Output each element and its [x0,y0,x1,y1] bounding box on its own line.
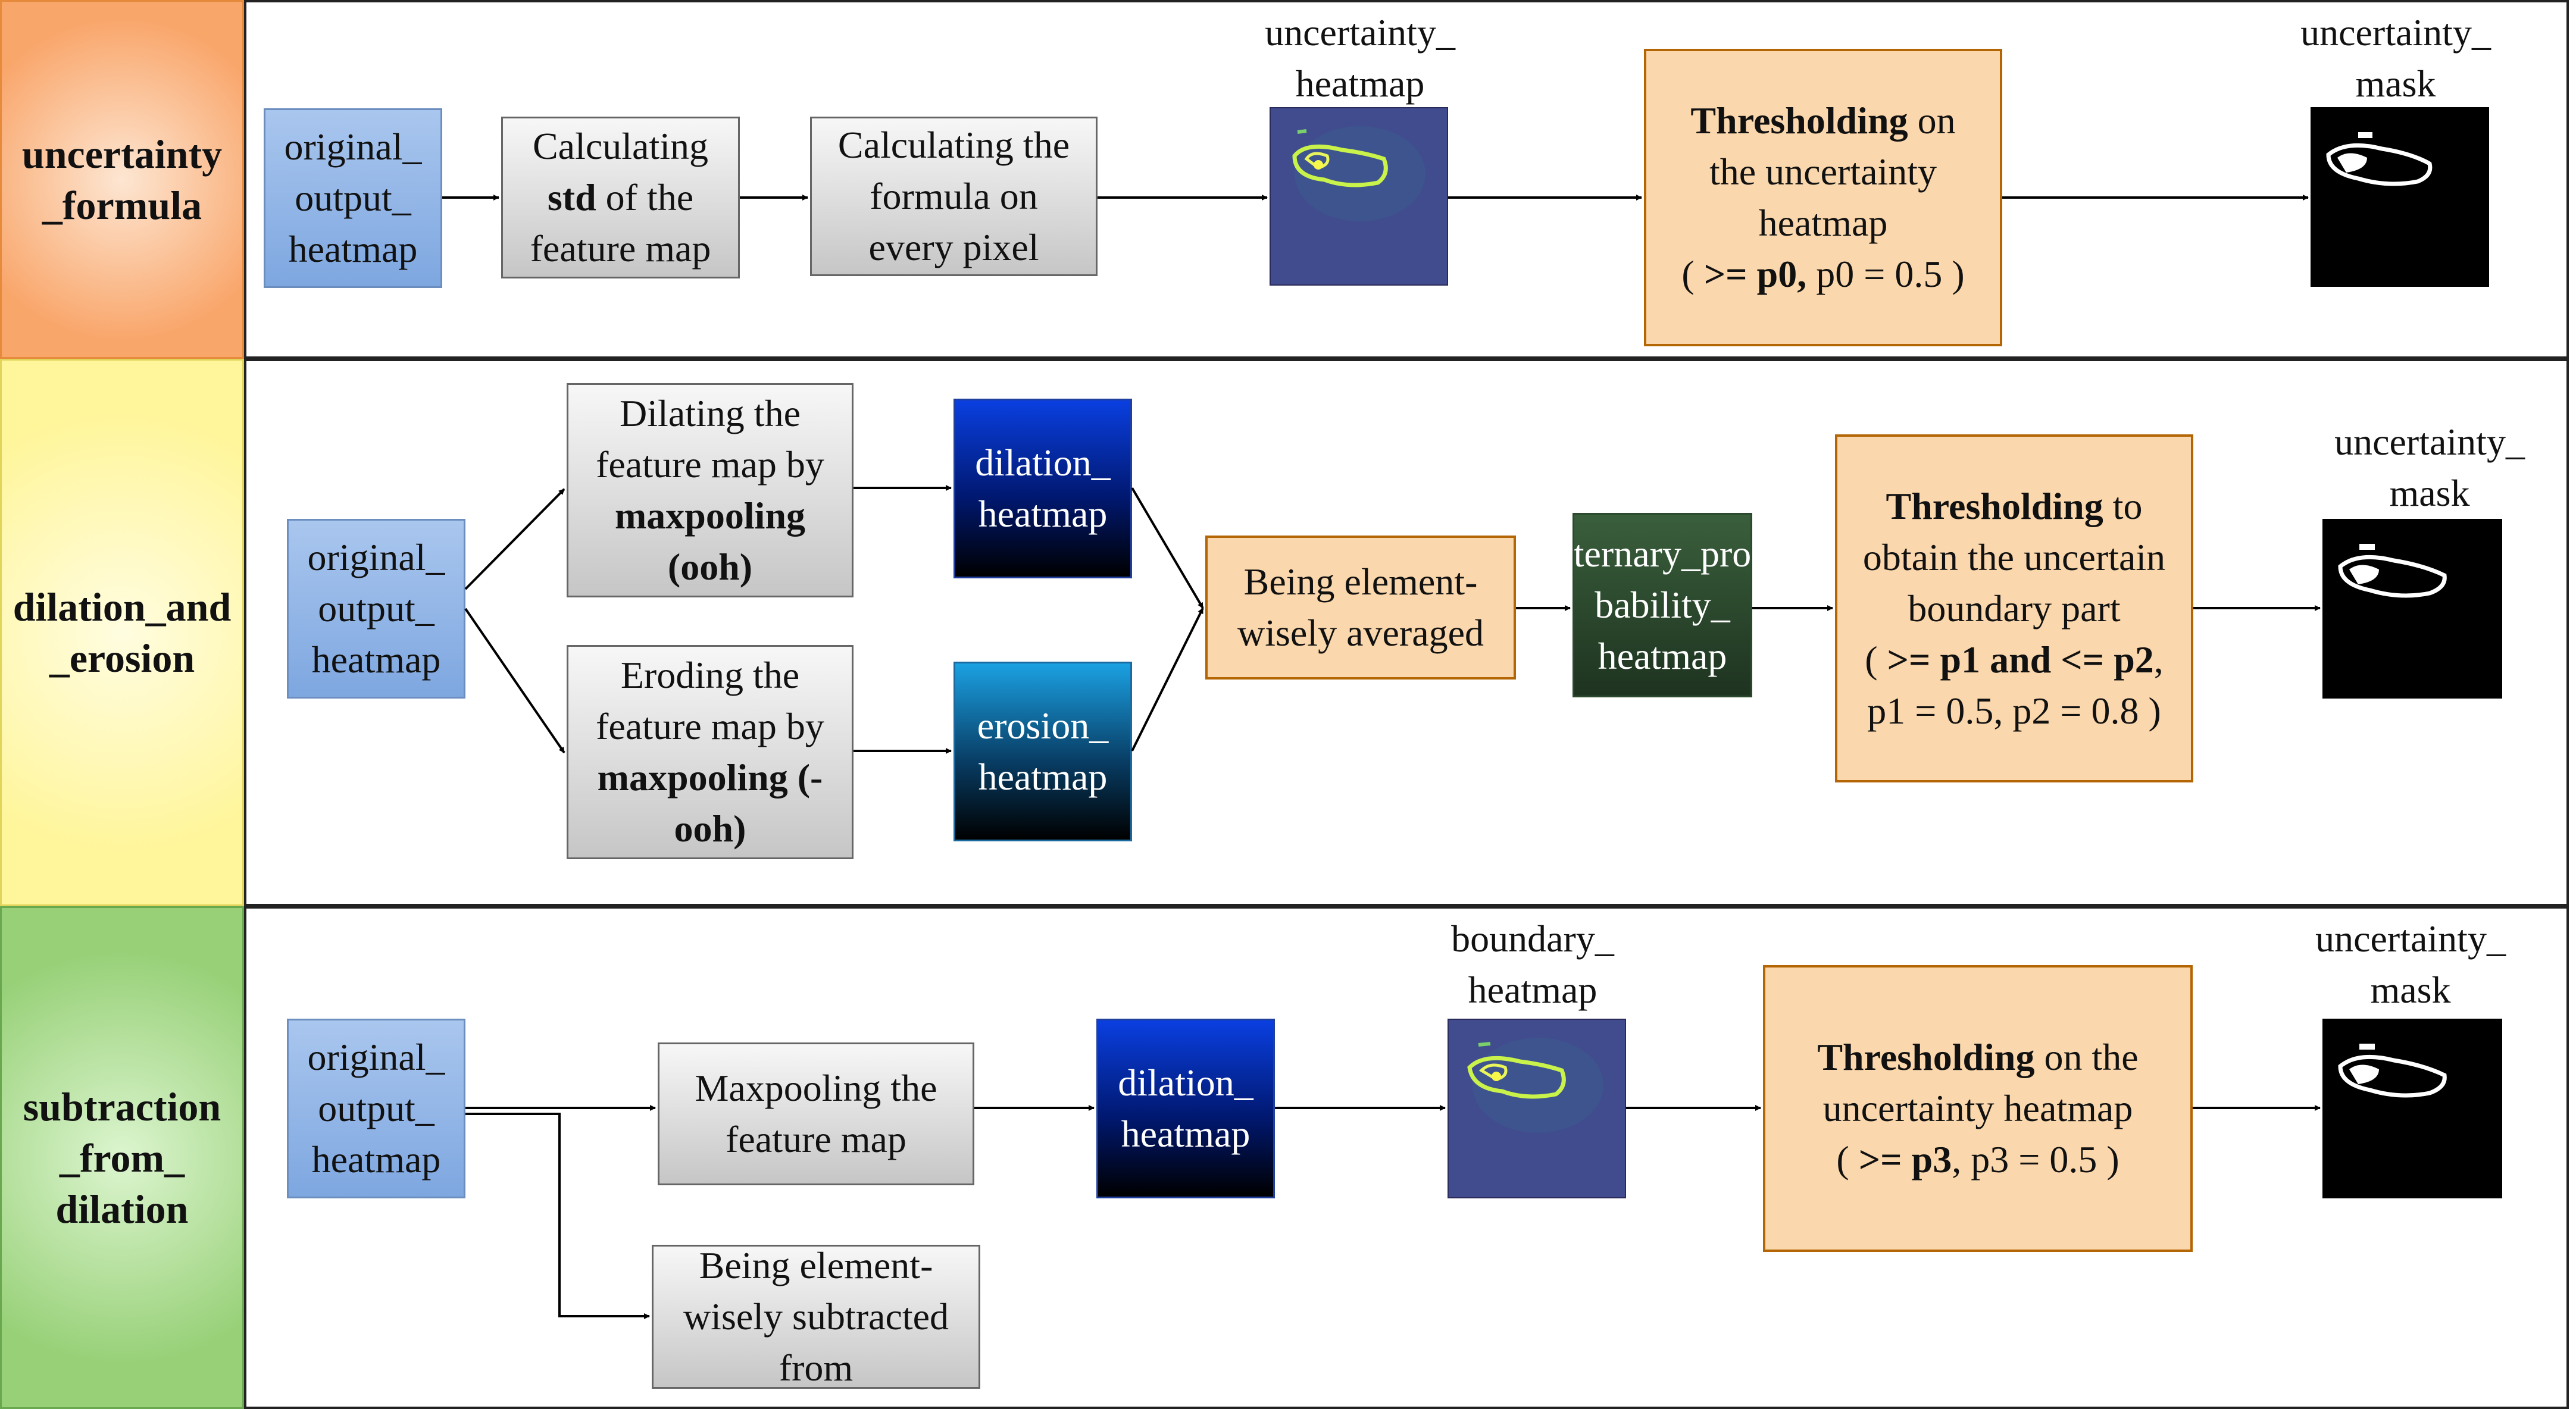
input-heatmap-box-3: original_ output_ heatmap [287,1019,465,1198]
arrow [464,608,565,754]
averaged-box: Being element- wisely averaged [1205,536,1516,680]
calc-std-box: Calculating std of the feature map [501,117,740,278]
uncertainty-mask-image-3 [2322,1019,2502,1198]
uncertainty-mask-caption-3: uncertainty_ mask [2315,918,2506,1011]
boundary-heatmap-image [1448,1019,1626,1198]
mask-shape-3 [2338,1044,2447,1098]
uncertainty-mask-image-2 [2322,519,2502,699]
row-label-subtraction-from-dilation: subtraction _from_ dilation [0,906,244,1409]
threshold-p3-box: Thresholding on the uncertainty heatmap … [1763,965,2193,1252]
uncertainty-heatmap-caption: uncertainty_ heatmap [1265,11,1455,105]
calc-formula-box: Calculating the formula on every pixel [810,117,1098,276]
arrow [465,1113,650,1319]
uncertainty-mask-image-1 [2311,107,2489,287]
erosion-heatmap-box: erosion_ heatmap [954,662,1132,841]
row-label-uncertainty-formula: uncertainty _formula [0,0,244,359]
threshold-p0-box: Thresholding on the uncertainty heatmap … [1644,49,2002,346]
mask-shape-2 [2338,544,2447,598]
dilating-box: Dilating the feature map by maxpooling (… [567,383,854,597]
arrow [1131,608,1204,752]
arrow [1131,487,1204,609]
eroding-box: Eroding the feature map by maxpooling (-… [567,645,854,859]
uncertainty-mask-caption-1: uncertainty_ mask [2300,11,2491,105]
mask-shape [2326,132,2433,186]
boundary-heatmap-caption: boundary_ heatmap [1451,918,1614,1011]
heatmap-blob-3 [1449,1020,1625,1197]
threshold-p1-p2-box: Thresholding to obtain the uncertain bou… [1835,434,2193,782]
dilation-heatmap-box-3: dilation_ heatmap [1096,1019,1275,1198]
arrow [464,488,565,590]
input-heatmap-box-2: original_ output_ heatmap [287,519,465,699]
ternary-probability-heatmap-box: ternary_pro bability_ heatmap [1573,513,1752,697]
maxpooling-box: Maxpooling the feature map [658,1042,974,1185]
uncertainty-heatmap-image [1270,107,1448,286]
input-heatmap-box: original_ output_ heatmap [264,108,442,288]
uncertainty-mask-caption-2: uncertainty_ mask [2334,421,2525,514]
heatmap-blob [1271,108,1447,284]
subtracted-box: Being element- wisely subtracted from [652,1244,980,1389]
row-label-dilation-and-erosion: dilation_and _erosion [0,359,244,906]
